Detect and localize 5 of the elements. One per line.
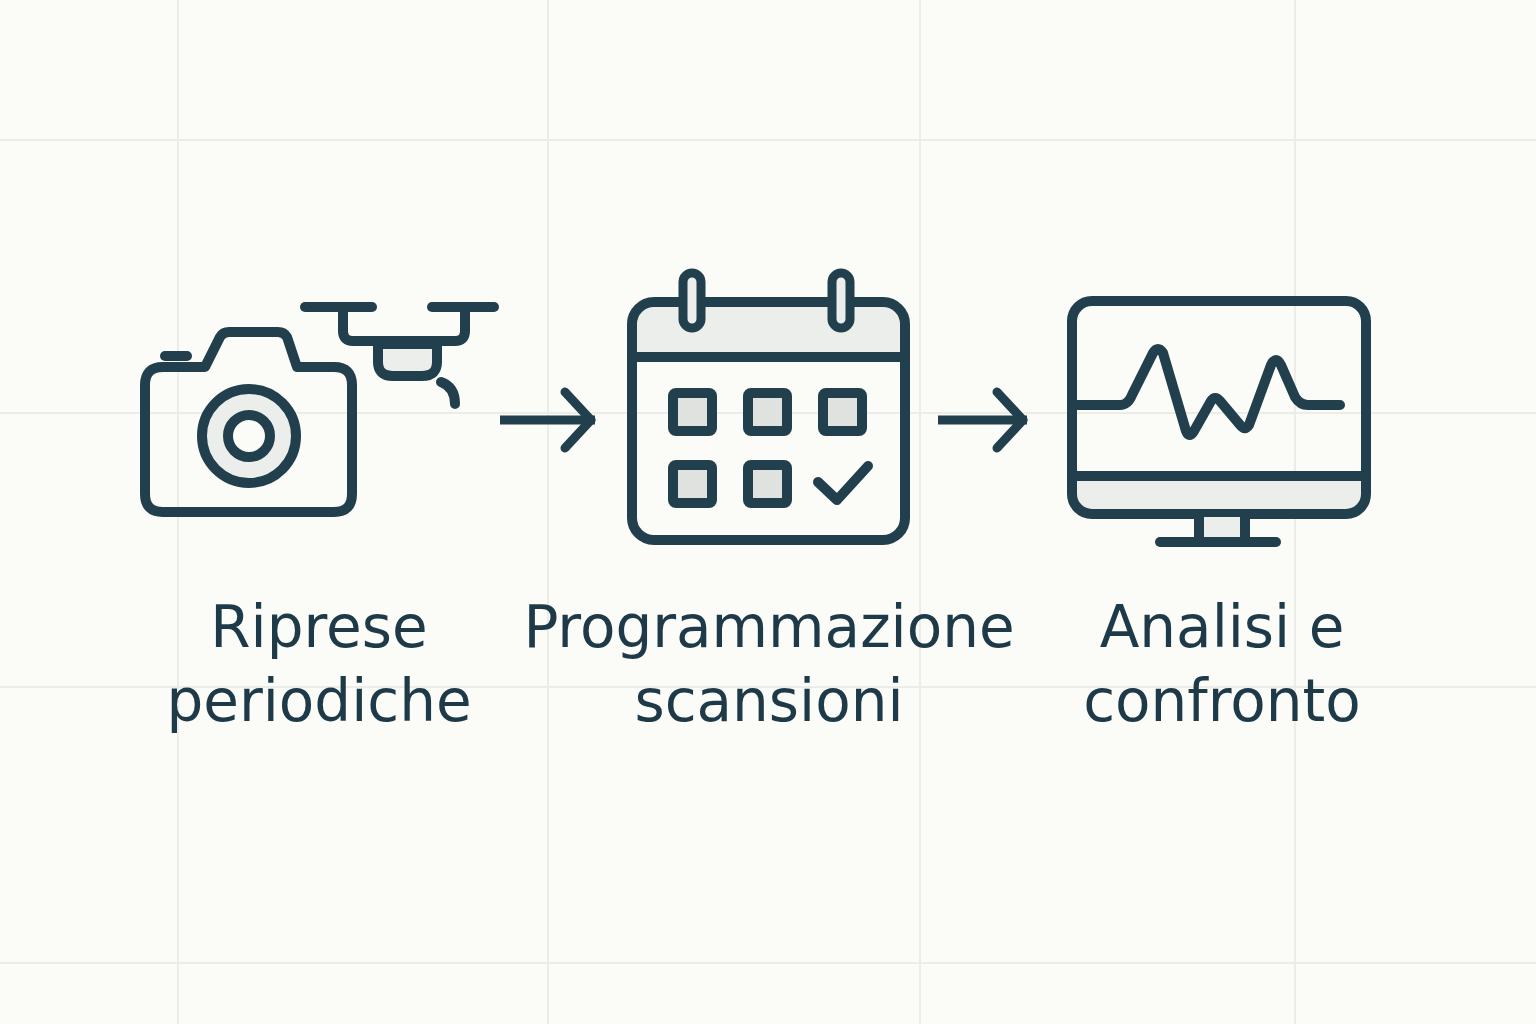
node-label: Programmazione scansioni bbox=[522, 592, 1016, 737]
node-label: Analisi e confronto bbox=[1082, 592, 1362, 737]
arrow bbox=[500, 387, 596, 453]
arrow bbox=[938, 387, 1028, 453]
node-label: Riprese periodiche bbox=[165, 592, 473, 737]
